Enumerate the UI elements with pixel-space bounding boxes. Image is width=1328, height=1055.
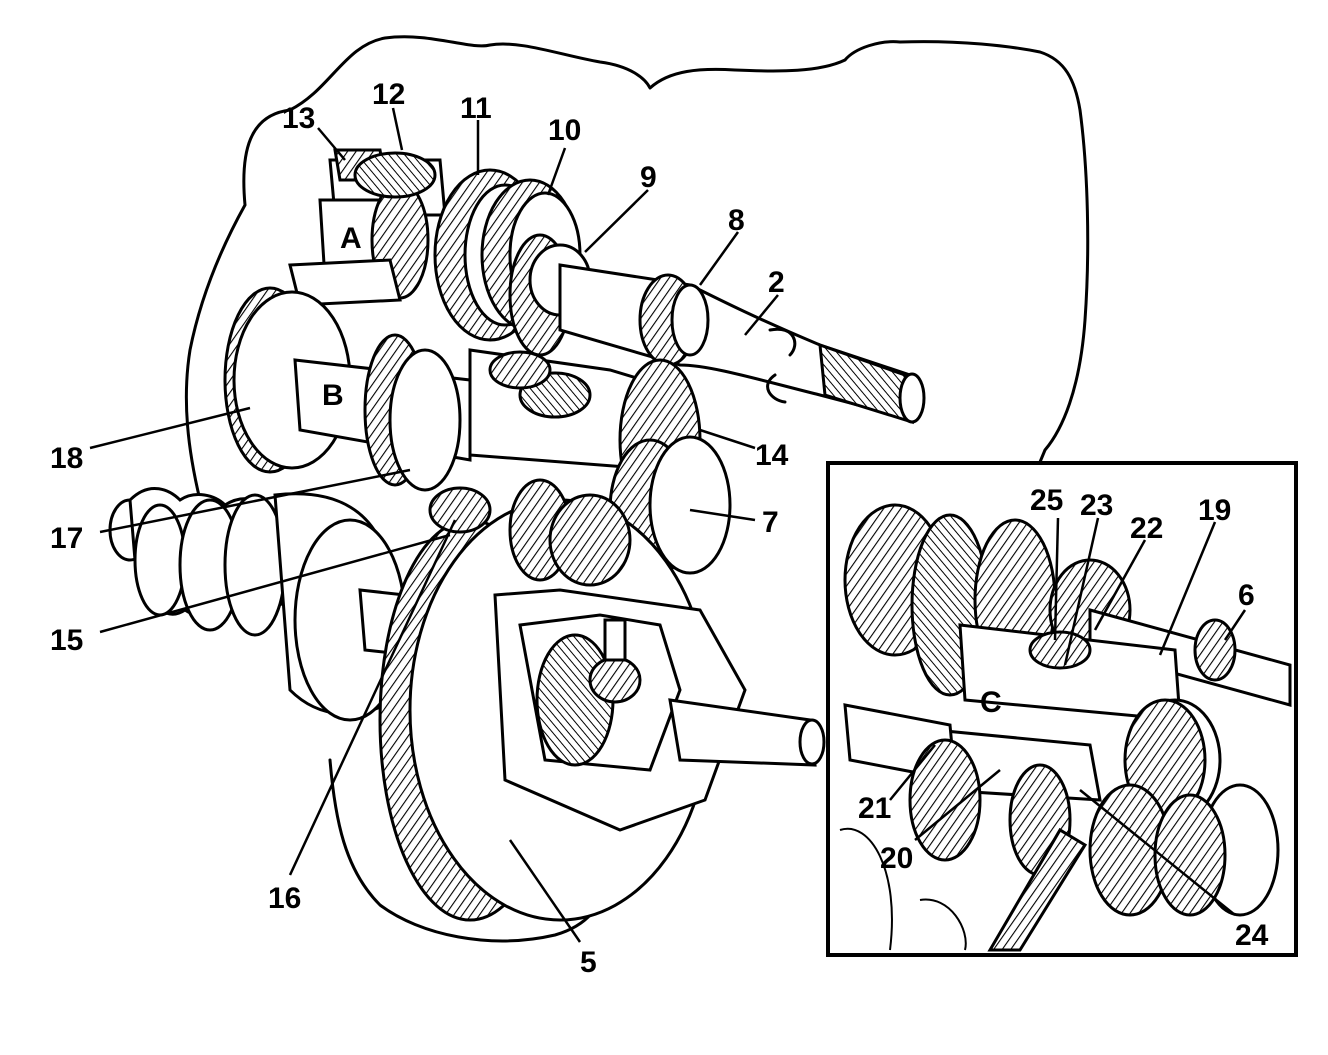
label-6: 6 [1238,579,1255,612]
label-18: 18 [50,442,83,475]
gear-15 [428,478,632,587]
label-16: 16 [268,882,301,915]
label-a: A [340,222,362,255]
label-b: B [322,379,344,412]
label-c: C [980,686,1002,719]
label-21: 21 [858,792,891,825]
label-8: 8 [728,204,745,237]
label-20: 20 [880,842,913,875]
differential-carrier [493,588,826,832]
inset-detail-c [839,503,1292,952]
label-14: 14 [755,439,789,472]
label-13: 13 [282,102,315,135]
label-2: 2 [768,266,785,299]
label-10: 10 [548,114,581,147]
label-15: 15 [50,624,83,657]
synchro-assembly-a [288,148,447,307]
label-12: 12 [372,78,405,111]
input-shaft-2 [558,263,926,425]
leader-lines [89,107,1247,943]
label-5: 5 [580,946,597,979]
housing-lower-outline [328,758,612,943]
cv-boot-17 [108,486,292,637]
label-7: 7 [762,506,779,539]
label-9: 9 [640,161,657,194]
label-17: 17 [50,522,83,555]
synchro-assembly-b [363,333,667,492]
gearbox-housing-outline [184,35,1090,502]
label-11: 11 [460,92,492,125]
label-24: 24 [1235,919,1269,952]
label-19: 19 [1198,494,1231,527]
label-25: 25 [1030,484,1063,517]
label-23: 23 [1080,489,1113,522]
label-22: 22 [1130,512,1163,545]
